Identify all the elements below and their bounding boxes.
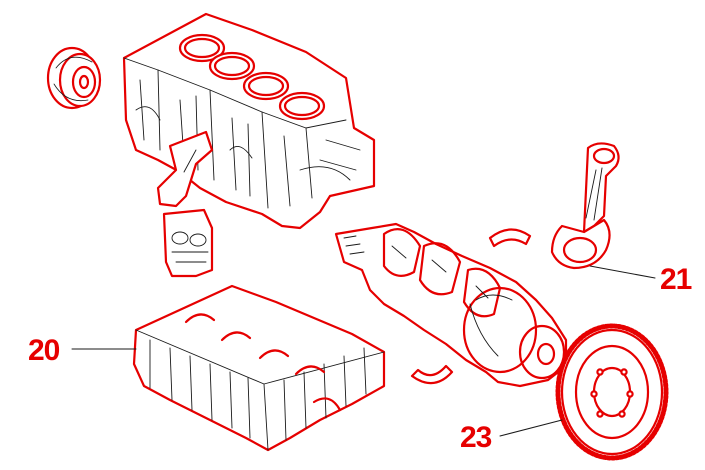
crankshaft	[334, 222, 568, 388]
flywheel	[555, 323, 669, 461]
oil-pan-frame	[132, 284, 386, 452]
callout-23: 23	[460, 421, 492, 454]
lower-bearing-shell	[410, 364, 454, 385]
callout-21: 21	[660, 263, 692, 296]
oil-pump-bracket	[156, 130, 214, 278]
connecting-rod	[550, 142, 620, 270]
leader-line-23	[499, 419, 563, 437]
callout-20: 20	[28, 334, 60, 367]
leader-line-21	[589, 265, 656, 279]
upper-bearing-shell	[488, 228, 532, 248]
crank-pulley	[46, 46, 102, 110]
